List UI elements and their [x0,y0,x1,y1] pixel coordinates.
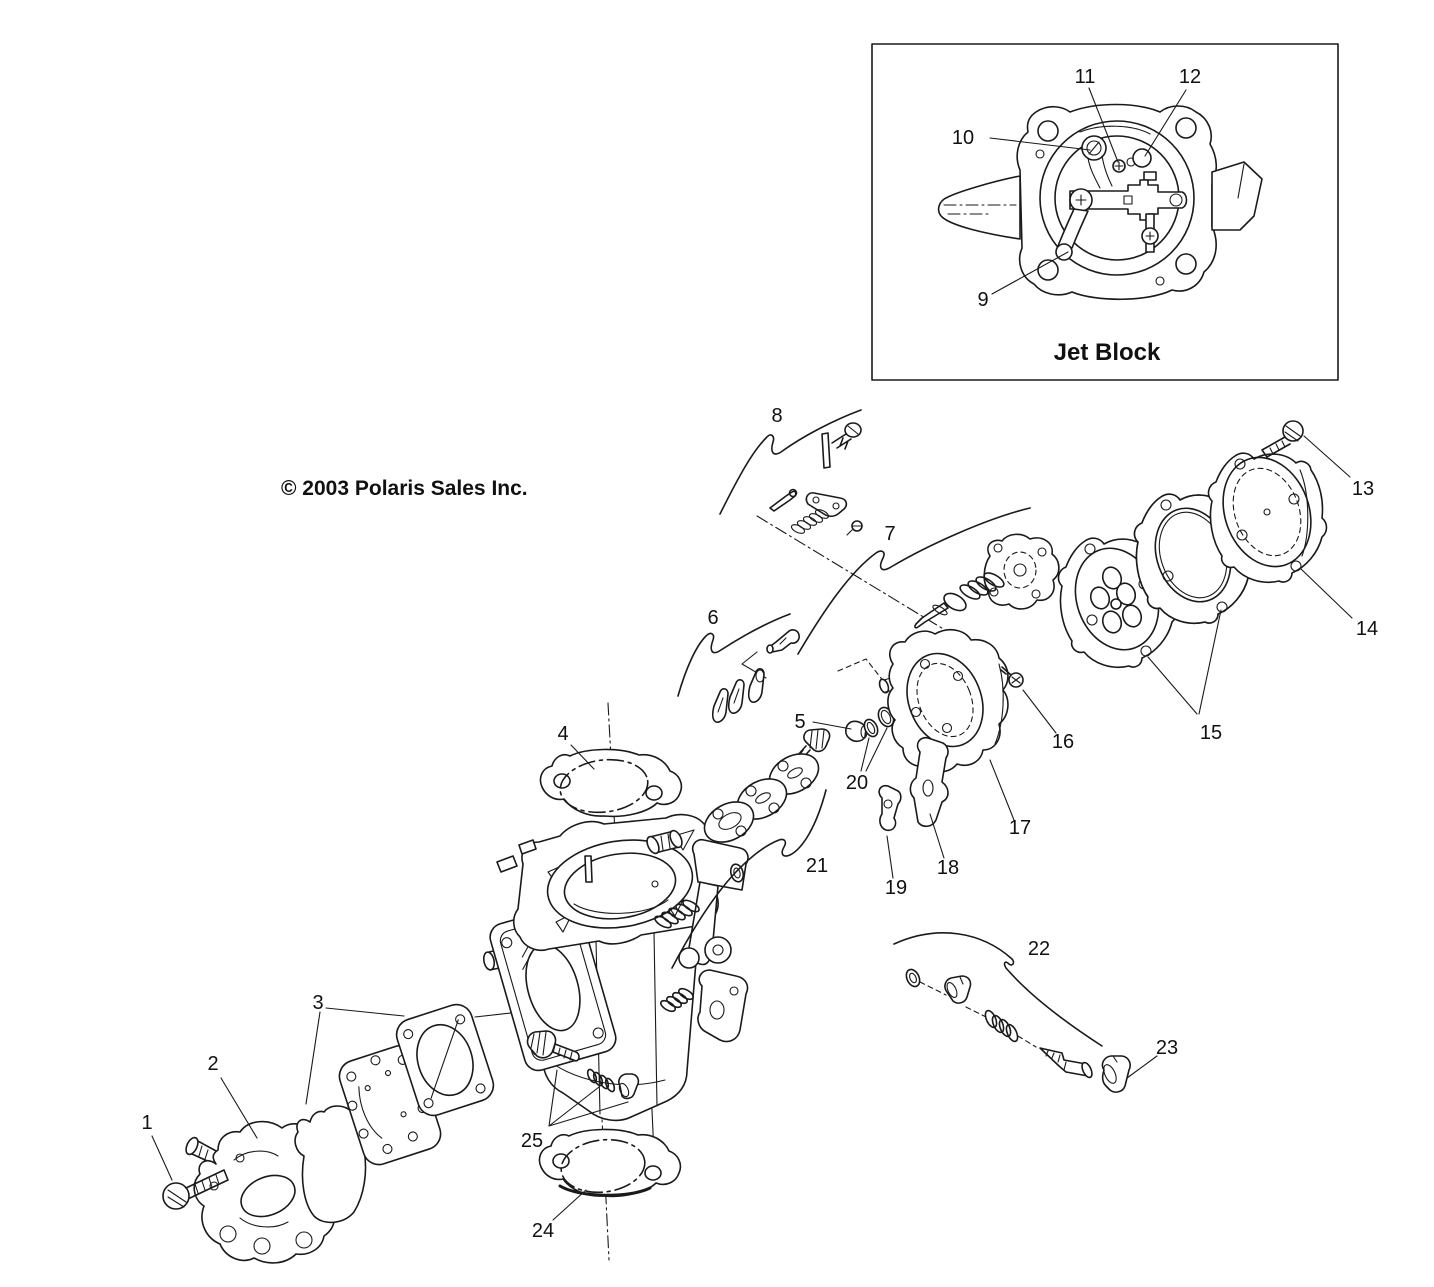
part-7-needle-and-seat [797,507,1060,655]
callout-9: 9 [977,289,988,311]
jet-block-drawing [937,103,1263,301]
leader-17 [989,759,1015,821]
part-14-diaphragm-cover [1207,452,1328,583]
leader-18 [929,813,945,859]
leader-15 [1147,609,1222,715]
callout-7: 7 [884,523,895,545]
part-6-check-valves [677,613,800,723]
callout-23: 23 [1156,1037,1178,1059]
jet-block-inset: 10 11 12 9 Jet Block [871,43,1339,381]
callout-20: 20 [846,772,868,794]
part-13-screw [1261,420,1304,458]
part-5-plug [845,720,868,743]
leader-3 [305,1007,405,1105]
plug-cylinder [646,829,683,855]
part-4-mounting-gasket [539,748,683,818]
callout-12: 12 [1179,66,1201,88]
part-17-jet-block-housing [878,628,1009,773]
callout-4: 4 [557,723,568,745]
leader-25 [548,1069,629,1127]
part-18-lever-plate [909,736,949,828]
callout-17: 17 [1009,817,1031,839]
leader-20 [860,727,888,772]
callout-15: 15 [1200,722,1222,744]
leader-16 [1022,689,1057,734]
callout-6: 6 [707,607,718,629]
part-21-pump-plates [671,728,831,969]
callout-19: 19 [885,877,907,899]
callout-21: 21 [806,855,828,877]
leader-24 [552,1189,587,1221]
part-19-lever [878,784,902,832]
callout-11: 11 [1075,66,1096,88]
copyright-text: © 2003 Polaris Sales Inc. [281,477,528,500]
callout-5: 5 [794,711,805,733]
callout-10: 10 [952,127,974,149]
part-2-fuel-pump-body [185,1120,336,1264]
callout-labels: 1 2 3 4 5 6 7 8 13 14 15 16 17 18 19 20 … [141,405,1378,1242]
leader-lines [151,435,1353,1221]
part-8-throttle-shaft-parts [719,409,863,536]
check-valve-screw [796,728,831,761]
leader-19 [886,835,894,879]
leader-2 [220,1077,258,1139]
callout-25: 25 [521,1130,543,1152]
leader-13 [1303,435,1351,478]
part-24-flange-gasket [538,1128,682,1198]
part-15-diaphragm-and-gasket [1057,493,1254,668]
callout-1: 1 [141,1112,152,1134]
leader-4 [570,744,595,770]
callout-24: 24 [532,1220,554,1242]
leader-5 [812,721,852,730]
leader-1 [151,1135,173,1181]
callout-16: 16 [1052,731,1074,753]
part-25-jets [526,1030,640,1100]
callout-18: 18 [937,857,959,879]
callout-3: 3 [312,992,323,1014]
leader-23 [1126,1055,1158,1079]
plate-stack [703,753,820,843]
pump-plate-gasket [395,1003,495,1117]
inset-title: Jet Block [1054,339,1161,366]
callout-13: 13 [1352,478,1374,500]
part-23-cap [1101,1055,1131,1093]
part-3-pump-gaskets [294,1003,495,1224]
callout-2: 2 [207,1053,218,1075]
carburetor-body [482,813,749,1122]
callout-8: 8 [771,405,782,427]
part-1-screw [162,1169,229,1210]
part-22-needle-valve-assembly [893,932,1103,1079]
leader-14 [1299,567,1353,619]
callout-14: 14 [1356,618,1378,640]
inset-leader-lines [989,87,1187,295]
part-16-screw [1000,666,1024,688]
callout-22: 22 [1028,938,1050,960]
